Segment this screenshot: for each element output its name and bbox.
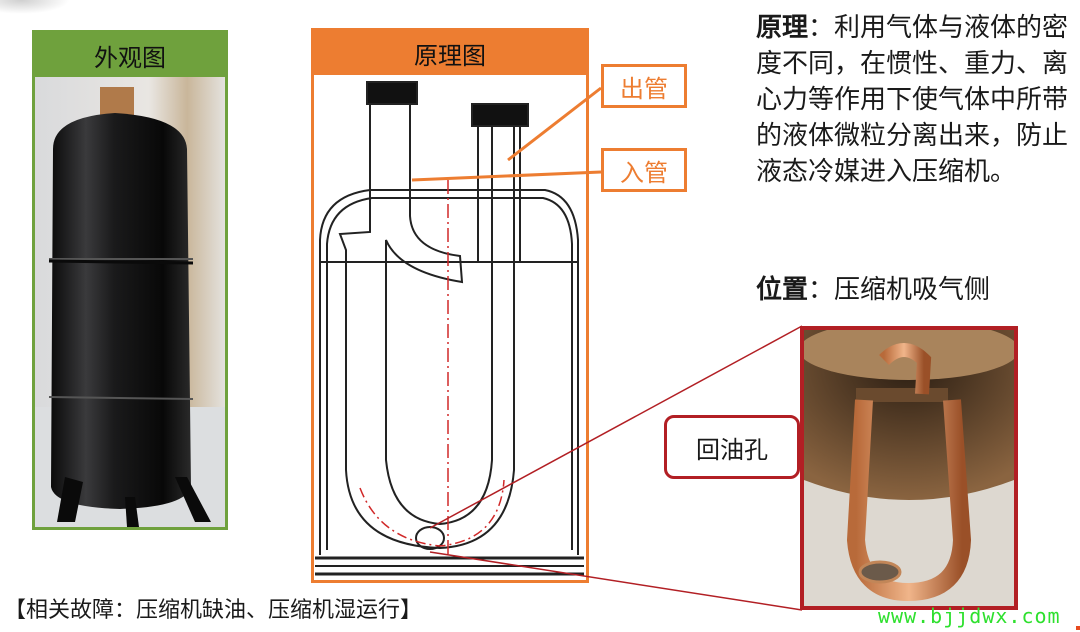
site-watermark: www.bjjdwx.com xyxy=(878,604,1061,628)
principle-text: 原理：利用气体与液体的密度不同，在惯性、重力、离心力等作用下使气体中所带的液体微… xyxy=(756,10,1076,190)
accumulator-photo xyxy=(35,77,225,527)
principle-description: ：利用气体与液体的密度不同，在惯性、重力、离心力等作用下使气体中所带的液体微粒分… xyxy=(756,13,1069,187)
position-label: 位置 xyxy=(756,275,809,305)
accumulator-tank-image xyxy=(35,87,225,527)
exterior-view-title: 外观图 xyxy=(35,33,225,77)
top-left-shadow xyxy=(0,0,70,14)
position-description: ：压缩机吸气侧 xyxy=(808,275,991,305)
position-text: 位置：压缩机吸气侧 xyxy=(756,272,1076,308)
principle-diagram-panel: 原理图 xyxy=(311,28,589,583)
outlet-pipe-label: 出管 xyxy=(601,64,687,108)
oil-return-hole-label: 回油孔 xyxy=(664,415,800,479)
u-pipe-closeup-image xyxy=(804,330,1014,606)
corner-marker xyxy=(1076,626,1080,630)
related-faults-caption: 【相关故障：压缩机缺油、压缩机湿运行】 xyxy=(4,598,423,623)
principle-diagram-title: 原理图 xyxy=(314,31,586,75)
principle-label: 原理 xyxy=(756,13,809,43)
exterior-view-panel: 外观图 xyxy=(32,30,228,530)
inlet-pipe-label: 入管 xyxy=(601,148,687,192)
oil-return-pipe-photo xyxy=(800,326,1018,610)
